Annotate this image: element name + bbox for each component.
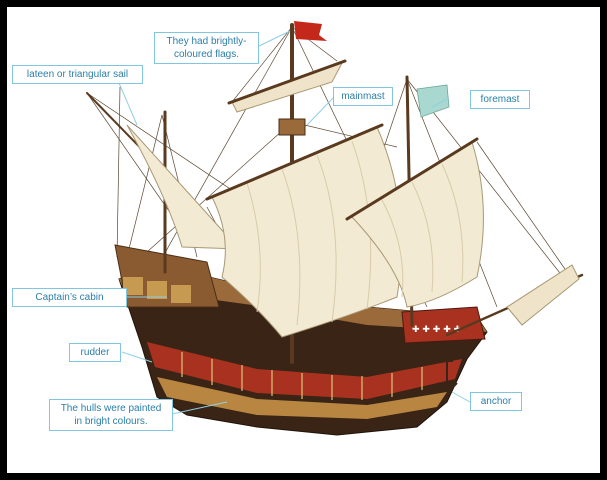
bowsprit-sail [506,264,580,326]
ship-illustration: ✚ ✚ ✚ ✚ ✚ [86,21,584,436]
label-flags-line-1: They had brightly- [166,36,247,47]
leader-lines [118,30,471,415]
label-flags: They had brightly- coloured flags. [154,32,259,64]
anchor-drawing [436,357,458,390]
fore-sail [351,141,484,308]
label-captains-cabin: Captain’s cabin [12,288,127,307]
label-flags-line-2: coloured flags. [173,49,240,60]
label-hulls-line-1: The hulls were painted [60,403,162,414]
label-mainmast: mainmast [333,87,393,106]
diagram-frame: ✚ ✚ ✚ ✚ ✚ [7,7,600,473]
forecastle: ✚ ✚ ✚ ✚ ✚ [401,306,486,344]
label-hulls-line-2: in bright colours. [74,416,148,427]
red-flag [294,21,327,41]
svg-text:✚ ✚ ✚ ✚ ✚: ✚ ✚ ✚ ✚ ✚ [412,325,462,335]
lateen-sail [126,124,241,250]
main-topsail [231,62,344,113]
label-lateen-sail: lateen or triangular sail [12,65,143,84]
striped-flag [416,84,450,118]
stern-castle [114,244,220,308]
label-rudder: rudder [69,343,121,362]
label-hulls: The hulls were painted in bright colours… [49,399,173,431]
crows-nest [278,118,306,136]
yards [205,59,479,221]
label-anchor: anchor [470,392,522,411]
label-foremast: foremast [470,90,530,109]
main-sail [211,126,402,338]
